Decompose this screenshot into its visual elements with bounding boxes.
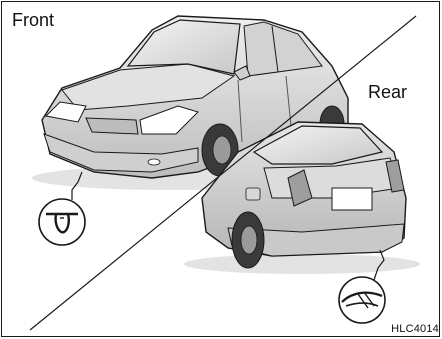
- front-car-grille: [86, 118, 138, 134]
- front-hook-circle: [39, 199, 85, 245]
- rear-car-shadow: [184, 254, 420, 274]
- car-illustration: [2, 2, 440, 337]
- front-car-hub-front: [213, 136, 231, 164]
- rear-label: Rear: [368, 82, 407, 103]
- front-car-fog-lamp: [148, 159, 160, 165]
- front-label: Front: [12, 10, 54, 31]
- rear-car-fuel-door: [246, 188, 260, 200]
- figure-code: HLC4014: [391, 323, 439, 335]
- rear-car-hub: [241, 226, 257, 254]
- rear-car-license-plate: [332, 188, 372, 210]
